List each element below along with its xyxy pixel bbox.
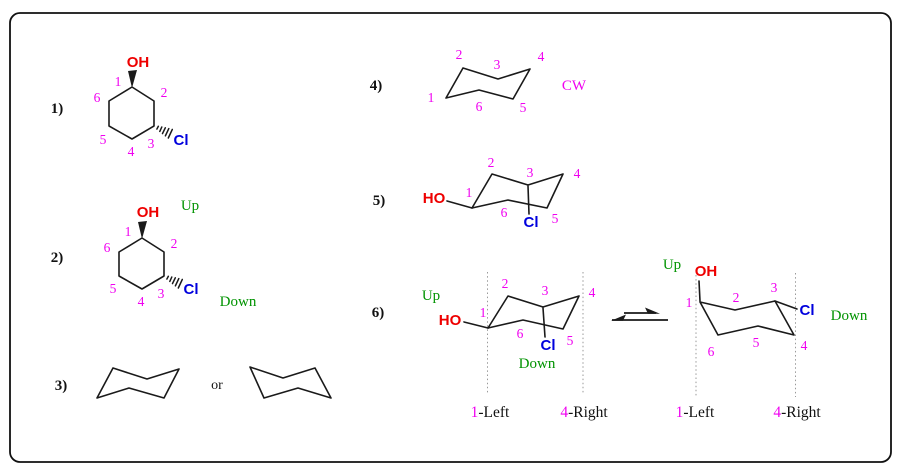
- ring-number-1: 1: [686, 295, 693, 310]
- up-annotation: Up: [181, 198, 199, 214]
- cl-axial-bond: [527, 185, 530, 215]
- ring-number-6: 6: [94, 90, 101, 105]
- panel-6-left-structure: Up HO Cl Down 1 2 3 4 5 6 1-Left 4-Right: [422, 272, 608, 421]
- panel-4: 4) 1 2 3 4 5 6 CW: [370, 47, 587, 115]
- oh-axial-bond: [698, 280, 701, 302]
- cw-annotation: CW: [562, 78, 587, 94]
- anchor-label-4-right: 4-Right: [773, 404, 821, 421]
- panel-6-label: 6): [372, 305, 385, 321]
- chloro-label: Cl: [184, 281, 199, 298]
- ring-number-2: 2: [161, 85, 168, 100]
- ring-number-3: 3: [158, 286, 165, 301]
- panel-4-label: 4): [370, 78, 383, 94]
- ring-number-1: 1: [428, 90, 435, 105]
- panel-3-label: 3): [55, 378, 68, 394]
- panel-2-label: 2): [51, 250, 64, 266]
- chloro-label: Cl: [174, 132, 189, 149]
- cyclohexane-hexagon: [108, 86, 155, 140]
- hydroxyl-label: OH: [137, 204, 160, 221]
- cyclohexane-hexagon: [118, 237, 165, 290]
- ring-number-1: 1: [480, 305, 487, 320]
- ring-number-6: 6: [501, 205, 508, 220]
- ring-number-3: 3: [771, 280, 778, 295]
- chloro-label: Cl: [541, 337, 556, 354]
- oh-wedge-bond: [128, 70, 137, 88]
- hydroxyl-label: HO: [423, 190, 446, 207]
- ring-number-4: 4: [538, 49, 545, 64]
- panel-1: 1) OH Cl 1 2 3 4 5 6: [51, 54, 189, 159]
- ring-number-5: 5: [567, 333, 574, 348]
- chair-conformer-left: [96, 367, 180, 399]
- oh-wedge-bond: [138, 221, 147, 239]
- ring-number-6: 6: [104, 240, 111, 255]
- hydroxyl-label: HO: [439, 312, 462, 329]
- ring-number-2: 2: [456, 47, 463, 62]
- ring-number-1: 1: [115, 74, 122, 89]
- ring-number-2: 2: [488, 155, 495, 170]
- down-annotation: Down: [220, 294, 257, 310]
- ring-number-1: 1: [466, 185, 473, 200]
- anchor-label-1-left: 1-Left: [676, 404, 715, 421]
- anchor-label-1-left: 1-Left: [471, 404, 510, 421]
- panel-1-label: 1): [51, 101, 64, 117]
- ring-number-2: 2: [733, 290, 740, 305]
- cl-axial-bond: [542, 307, 546, 338]
- ring-number-6: 6: [476, 99, 483, 114]
- frame-border: [9, 12, 892, 463]
- ring-number-4: 4: [138, 294, 145, 309]
- chloro-label: Cl: [800, 302, 815, 319]
- ring-number-2: 2: [171, 236, 178, 251]
- ring-number-4: 4: [589, 285, 596, 300]
- ring-number-4: 4: [128, 144, 135, 159]
- chair-conformer: [445, 67, 531, 100]
- chair-conformer: [471, 173, 564, 209]
- ring-number-5: 5: [520, 100, 527, 115]
- up-annotation: Up: [663, 257, 681, 273]
- ring-number-4: 4: [801, 338, 808, 353]
- ho-bond: [446, 200, 473, 209]
- ho-bond: [463, 321, 489, 329]
- or-text: or: [211, 378, 223, 393]
- cl-hash-bond: [166, 275, 184, 289]
- ring-number-1: 1: [125, 224, 132, 239]
- equilibrium-arrows-icon: [611, 307, 668, 321]
- anchor-label-4-right: 4-Right: [560, 404, 608, 421]
- ring-number-5: 5: [753, 335, 760, 350]
- chair-conformer: [699, 300, 795, 336]
- ring-number-6: 6: [517, 326, 524, 341]
- hydroxyl-label: OH: [127, 54, 150, 71]
- ring-number-3: 3: [148, 136, 155, 151]
- panel-6: 6) Up HO Cl Down 1 2 3 4 5 6 1-Left 4-Ri…: [372, 257, 868, 421]
- hydroxyl-label: OH: [695, 263, 718, 280]
- panel-6-right-structure: Up OH Cl Down 1 2 3 4 5 6 1-Left 4-Right: [663, 257, 868, 421]
- ring-number-3: 3: [527, 165, 534, 180]
- ring-number-3: 3: [494, 57, 501, 72]
- cl-equatorial-bond: [774, 300, 798, 310]
- chair-conformer: [487, 295, 580, 330]
- panel-5: 5) HO Cl 1 2 3 4 5 6: [373, 155, 581, 231]
- up-annotation: Up: [422, 288, 440, 304]
- ring-number-5: 5: [110, 281, 117, 296]
- ring-number-5: 5: [100, 132, 107, 147]
- panel-5-label: 5): [373, 193, 386, 209]
- panel-2: 2) OH Up Cl Down 1 2 3 4 5 6: [51, 198, 257, 310]
- ring-number-5: 5: [552, 211, 559, 226]
- ring-number-2: 2: [502, 276, 509, 291]
- ring-number-4: 4: [574, 166, 581, 181]
- cl-hash-bond: [156, 125, 174, 139]
- panel-3: 3) or: [55, 366, 332, 399]
- chair-conformer-right: [249, 366, 332, 399]
- down-annotation: Down: [519, 356, 556, 372]
- down-annotation: Down: [831, 308, 868, 324]
- ring-number-3: 3: [542, 283, 549, 298]
- ring-number-6: 6: [708, 344, 715, 359]
- chloro-label: Cl: [524, 214, 539, 231]
